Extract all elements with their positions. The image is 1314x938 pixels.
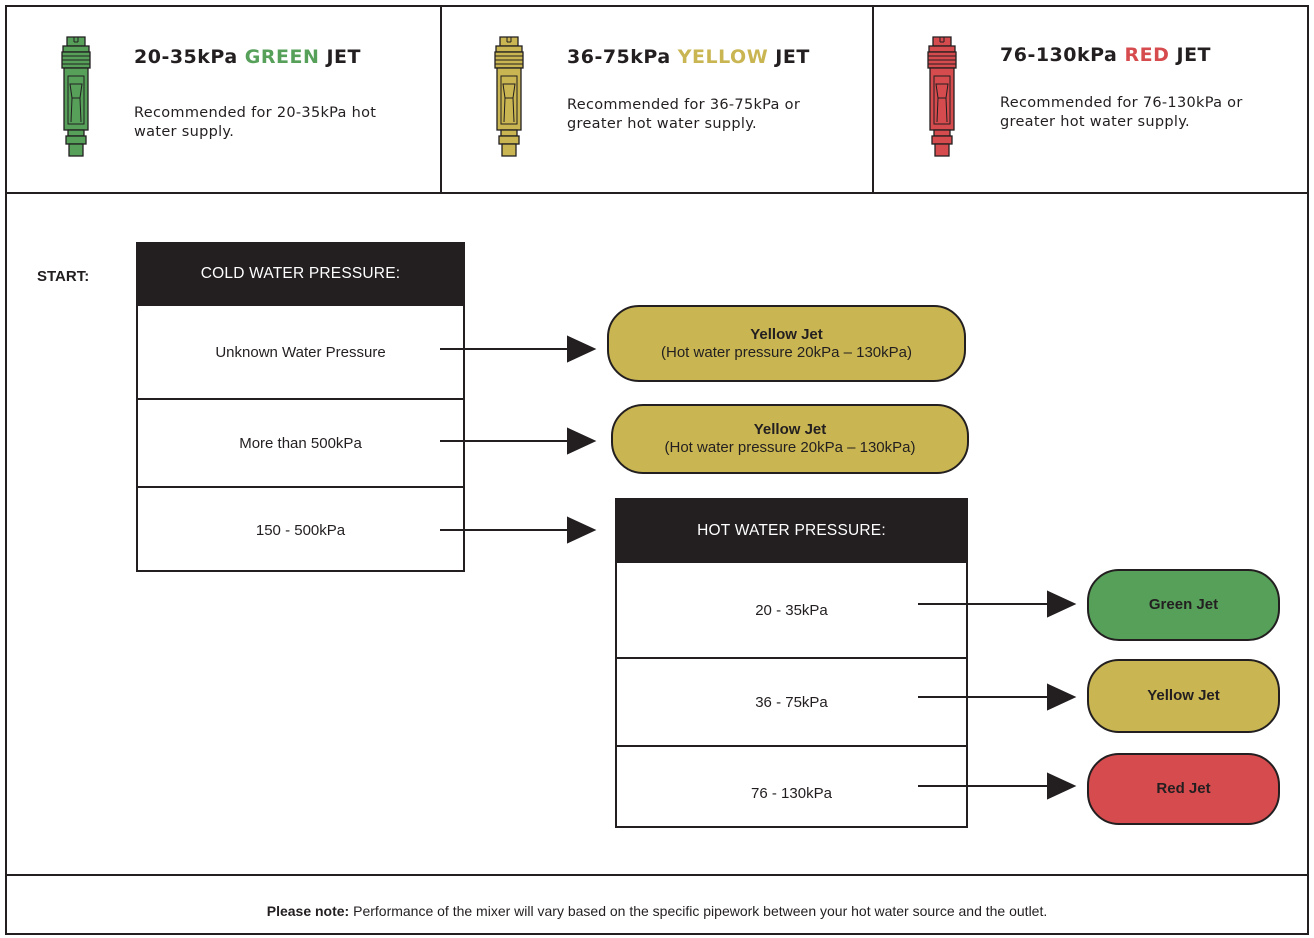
result-yellow-jet-over-500: Yellow Jet (Hot water pressure 20kPa – 1… bbox=[611, 404, 969, 474]
green-jet-description: Recommended for 20-35kPa hot water suppl… bbox=[134, 105, 377, 140]
result-red-jet: Red Jet bbox=[1087, 753, 1280, 825]
result-title: Green Jet bbox=[1148, 596, 1219, 613]
column-divider-1 bbox=[440, 5, 442, 193]
arrow-over500-head bbox=[567, 427, 597, 455]
arrow-150-500-head bbox=[567, 516, 597, 544]
arrow-76-130-head bbox=[1047, 772, 1077, 800]
hot-row-20-35: 20 - 35kPa bbox=[617, 561, 966, 657]
cold-row-unknown: Unknown Water Pressure bbox=[138, 304, 463, 398]
note-bold: Please note: bbox=[266, 903, 350, 919]
result-title: Yellow Jet bbox=[1147, 687, 1220, 704]
footer-note: Please note: Performance of the mixer wi… bbox=[0, 903, 1314, 919]
hot-table-header: HOT WATER PRESSURE: bbox=[617, 500, 966, 561]
outer-frame bbox=[5, 5, 1309, 935]
result-green-jet: Green Jet bbox=[1087, 569, 1280, 641]
footer-divider bbox=[5, 874, 1309, 876]
result-yellow-jet: Yellow Jet bbox=[1087, 659, 1280, 733]
green-jet-color-word: GREEN bbox=[244, 46, 320, 68]
arrow-unknown-head bbox=[567, 335, 597, 363]
result-title: Red Jet bbox=[1156, 780, 1211, 797]
header-divider bbox=[5, 192, 1309, 194]
start-label: START: bbox=[37, 268, 90, 285]
yellow-jet-icon bbox=[494, 36, 524, 157]
yellow-jet-color-word: YELLOW bbox=[677, 46, 769, 68]
cold-table-header: COLD WATER PRESSURE: bbox=[138, 244, 463, 304]
result-subtitle: (Hot water pressure 20kPa – 130kPa) bbox=[661, 343, 912, 361]
cold-row-150-500: 150 - 500kPa bbox=[138, 486, 463, 574]
result-title: Yellow Jet bbox=[750, 325, 823, 343]
red-jet-title: 76-130kPa RED JET bbox=[1000, 44, 1212, 66]
cold-water-pressure-table: COLD WATER PRESSURE: Unknown Water Press… bbox=[136, 242, 465, 572]
arrow-36-75-head bbox=[1047, 683, 1077, 711]
cold-row-over-500: More than 500kPa bbox=[138, 398, 463, 486]
yellow-jet-title: 36-75kPa YELLOW JET bbox=[567, 46, 810, 68]
column-divider-2 bbox=[872, 5, 874, 193]
result-yellow-jet-unknown: Yellow Jet (Hot water pressure 20kPa – 1… bbox=[607, 305, 966, 382]
green-jet-title: 20-35kPa GREEN JET bbox=[134, 46, 361, 68]
yellow-jet-description: Recommended for 36-75kPa or greater hot … bbox=[567, 97, 801, 132]
red-jet-icon bbox=[927, 36, 957, 157]
green-jet-icon bbox=[61, 36, 91, 157]
arrow-20-35-head bbox=[1047, 590, 1077, 618]
hot-row-36-75: 36 - 75kPa bbox=[617, 657, 966, 745]
result-title: Yellow Jet bbox=[753, 421, 827, 438]
hot-water-pressure-table: HOT WATER PRESSURE: 20 - 35kPa 36 - 75kP… bbox=[615, 498, 968, 828]
red-jet-description: Recommended for 76-130kPa or greater hot… bbox=[1000, 95, 1243, 130]
result-subtitle: (Hot water pressure 20kPa – 130kPa) bbox=[664, 439, 916, 456]
hot-row-76-130: 76 - 130kPa bbox=[617, 745, 966, 830]
note-text: Performance of the mixer will vary based… bbox=[349, 903, 1048, 919]
red-jet-color-word: RED bbox=[1124, 44, 1170, 66]
